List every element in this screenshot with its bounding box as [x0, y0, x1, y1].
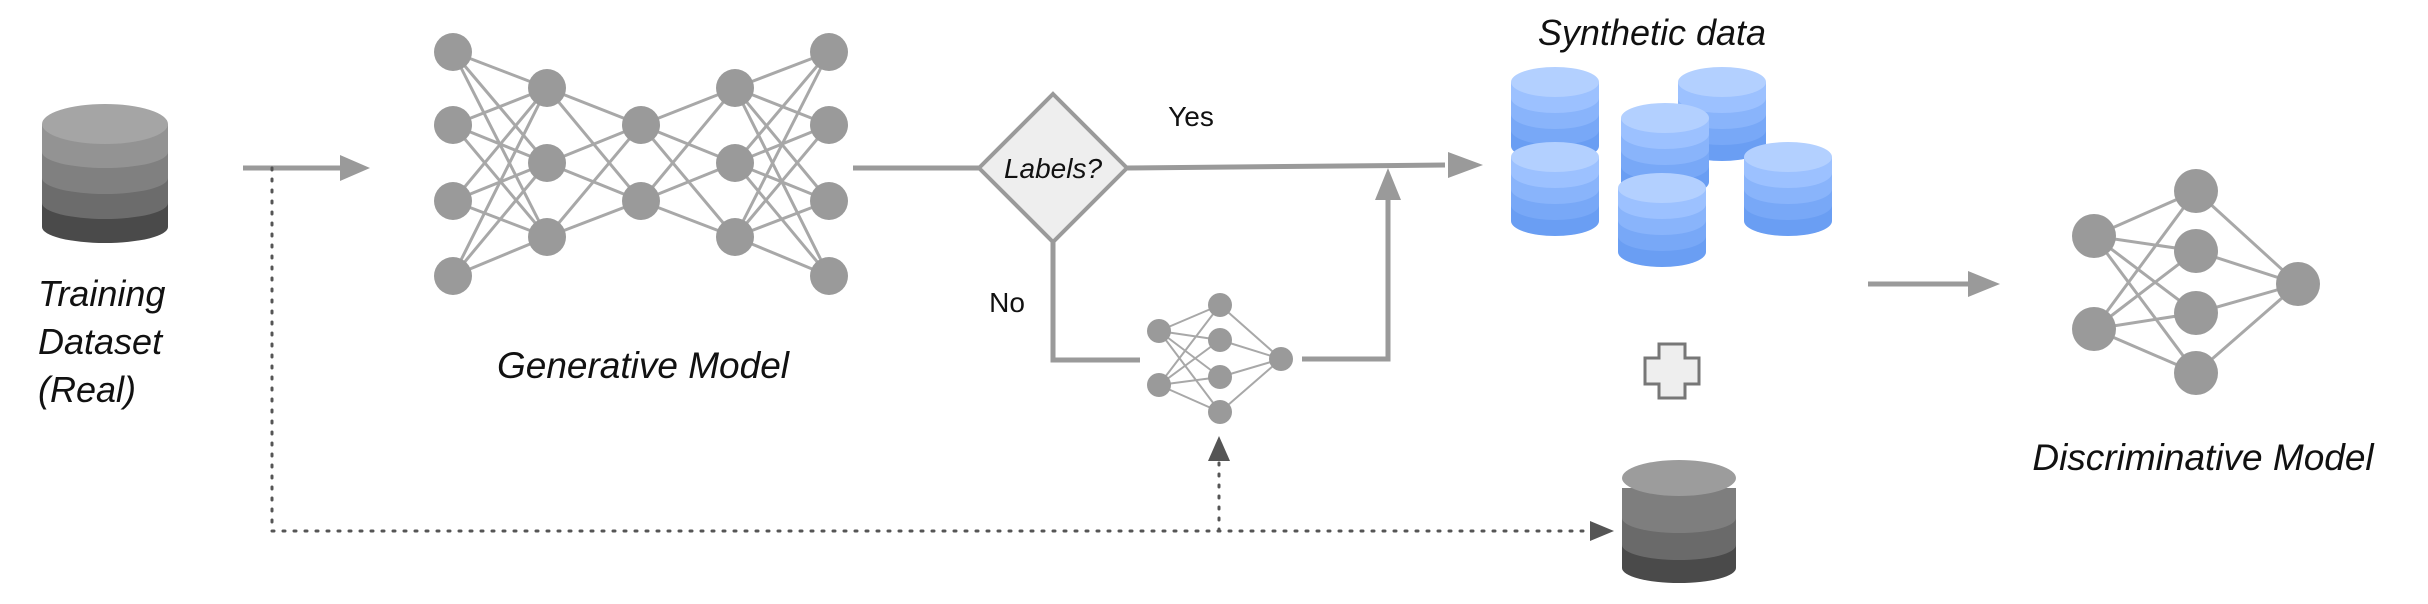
- discriminator-connection: [2092, 235, 2198, 374]
- generator-connection: [451, 87, 549, 277]
- generator-node: [622, 106, 660, 144]
- discriminator-node: [2174, 291, 2218, 335]
- labeler-node: [1147, 319, 1171, 343]
- labeler-connection: [1219, 358, 1282, 413]
- decision-label: Labels?: [1004, 153, 1103, 184]
- no-label: No: [989, 287, 1025, 318]
- discriminator-connection: [2092, 190, 2198, 330]
- labeler-connection: [1158, 304, 1221, 386]
- generator-node: [434, 182, 472, 220]
- labeler-network-icon: [1147, 293, 1293, 424]
- discriminator-node: [2174, 351, 2218, 395]
- generator-node: [810, 182, 848, 220]
- generator-node: [810, 106, 848, 144]
- generator-node: [716, 144, 754, 182]
- discriminator-node: [2276, 262, 2320, 306]
- yes-label: Yes: [1168, 101, 1214, 132]
- edge-no-to-labeler: [1050, 242, 1140, 363]
- generator-node: [434, 33, 472, 71]
- generator-node: [810, 257, 848, 295]
- generator-node: [716, 218, 754, 256]
- dotted-real-data-path: [270, 166, 1614, 541]
- labels-decision-node: Labels?: [976, 91, 1130, 245]
- synthetic-database-6: [1618, 173, 1706, 267]
- arrow-dataset-to-generator: [243, 155, 370, 181]
- discriminator-connection: [2195, 282, 2299, 375]
- generator-connection: [733, 124, 831, 238]
- generator-node: [716, 69, 754, 107]
- synthetic-database-5: [1744, 142, 1832, 236]
- training-dataset-database-icon: [42, 104, 168, 243]
- discriminator-node: [2174, 229, 2218, 273]
- labeler-node: [1147, 373, 1171, 397]
- generator-node: [528, 218, 566, 256]
- discriminative-model-network-icon: [2072, 169, 2320, 395]
- discriminator-node: [2072, 214, 2116, 258]
- labeler-connection: [1158, 339, 1221, 386]
- training-dataset-label: Training Dataset (Real): [38, 273, 175, 410]
- labeler-node: [1208, 328, 1232, 352]
- labeler-connection: [1219, 304, 1282, 360]
- discriminator-node: [2174, 169, 2218, 213]
- generator-node: [528, 69, 566, 107]
- arrow-yes-to-synthetic: [1126, 152, 1483, 178]
- generative-model-network-icon: [434, 33, 848, 295]
- generator-node: [810, 33, 848, 71]
- arrow-to-discriminative: [1868, 271, 2000, 297]
- generator-connection: [733, 51, 831, 238]
- generator-node: [434, 106, 472, 144]
- generator-connection: [451, 87, 549, 202]
- generator-node: [528, 144, 566, 182]
- generator-node: [622, 182, 660, 220]
- labeler-node: [1208, 365, 1232, 389]
- labeler-node: [1269, 347, 1293, 371]
- plus-icon: [1643, 342, 1701, 400]
- synthetic-data-label: Synthetic data: [1538, 12, 1766, 53]
- arrow-labeler-to-synthetic: [1302, 168, 1401, 362]
- generator-connection: [451, 162, 549, 277]
- synthetic-database-4: [1511, 142, 1599, 236]
- labeler-connection: [1158, 330, 1221, 378]
- synthetic-data-databases-icon: [1511, 67, 1832, 267]
- generator-connection: [545, 124, 643, 238]
- generator-node: [434, 257, 472, 295]
- real-data-database-icon: [1622, 460, 1736, 583]
- labeler-connection: [1158, 330, 1221, 413]
- generator-connection: [639, 87, 737, 202]
- discriminator-node: [2072, 307, 2116, 351]
- labeler-node: [1208, 400, 1232, 424]
- generator-connection: [733, 51, 831, 164]
- discriminator-connection: [2194, 189, 2300, 286]
- labeler-node: [1208, 293, 1232, 317]
- generative-model-label: Generative Model: [497, 345, 791, 386]
- discriminative-model-label: Discriminative Model: [2032, 437, 2375, 478]
